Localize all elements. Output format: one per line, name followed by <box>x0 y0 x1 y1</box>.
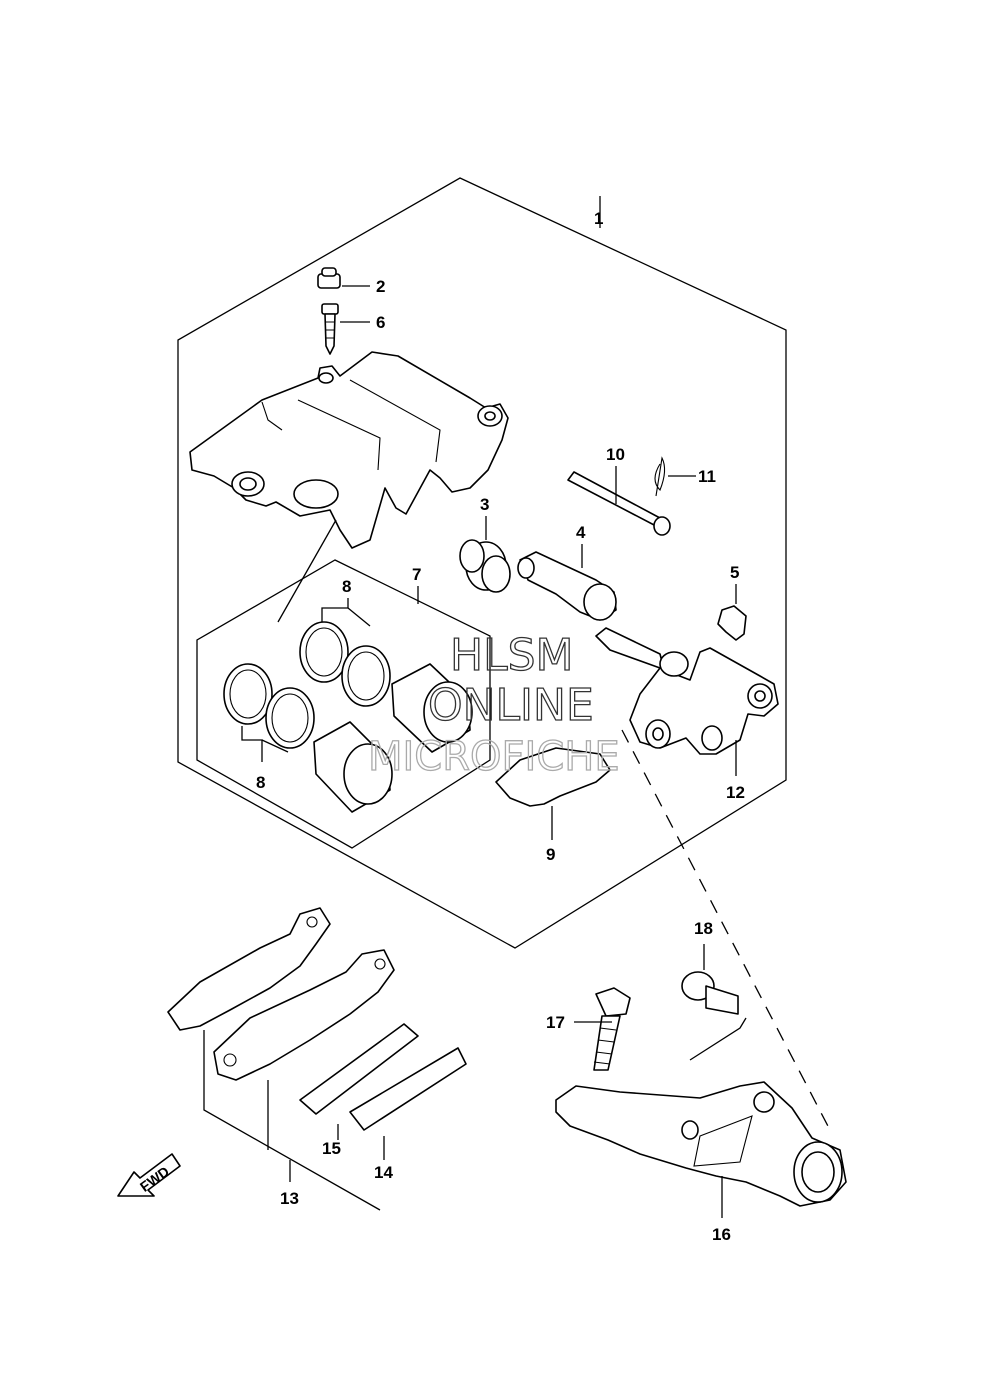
pad-spring <box>495 747 611 807</box>
callout-15: 15 <box>322 1139 341 1158</box>
piston-seals <box>223 621 391 749</box>
callout-16: 16 <box>712 1225 731 1244</box>
callout-labels: 1 2 3 4 5 6 7 8 8 9 10 11 12 13 14 15 16… <box>256 209 745 1244</box>
callout-10: 10 <box>606 445 625 464</box>
leader-caliper-to-kit <box>277 519 337 623</box>
callout-1: 1 <box>594 209 603 228</box>
callout-8-lower: 8 <box>256 773 265 792</box>
boot <box>459 539 511 593</box>
callout-7: 7 <box>412 565 421 584</box>
callout-12: 12 <box>726 783 745 802</box>
callout-13: 13 <box>280 1189 299 1208</box>
pin-clip <box>654 456 666 497</box>
callout-11: 11 <box>698 467 716 486</box>
pad-spring-clip <box>717 605 747 641</box>
bolt-18 <box>681 971 739 1015</box>
callout-4: 4 <box>576 523 586 542</box>
callout-5: 5 <box>730 563 739 582</box>
watermark-line-1: HLSM <box>450 630 574 681</box>
watermark-line-2: ONLINE <box>428 680 594 731</box>
callout-2: 2 <box>376 277 385 296</box>
caliper-mount-bracket <box>555 1081 847 1207</box>
callout-9: 9 <box>546 845 555 864</box>
watermark: HLSM ONLINE MICROFICHE <box>367 629 620 780</box>
pistons <box>313 663 473 813</box>
bleeder-cap <box>317 267 341 289</box>
fwd-arrow: FWD <box>117 1153 181 1197</box>
callout-3: 3 <box>480 495 489 514</box>
callout-18: 18 <box>694 919 713 938</box>
assembly-outline-hexagon <box>177 177 787 949</box>
caliper-body <box>189 351 509 549</box>
seal-kit-outline <box>196 559 491 849</box>
leader-lines <box>203 196 831 1218</box>
callout-8-upper: 8 <box>342 577 351 596</box>
watermark-line-3: MICROFICHE <box>368 734 620 780</box>
callout-17: 17 <box>546 1013 565 1032</box>
brake-pads <box>167 907 395 1081</box>
bolt-17 <box>593 987 631 1071</box>
callout-14: 14 <box>374 1163 393 1182</box>
bleeder-valve <box>321 303 339 355</box>
pad-pin <box>567 471 671 536</box>
callout-6: 6 <box>376 313 385 332</box>
pin-sleeve <box>517 551 617 621</box>
pad-shims <box>299 1023 467 1131</box>
caliper-bracket <box>595 627 779 755</box>
